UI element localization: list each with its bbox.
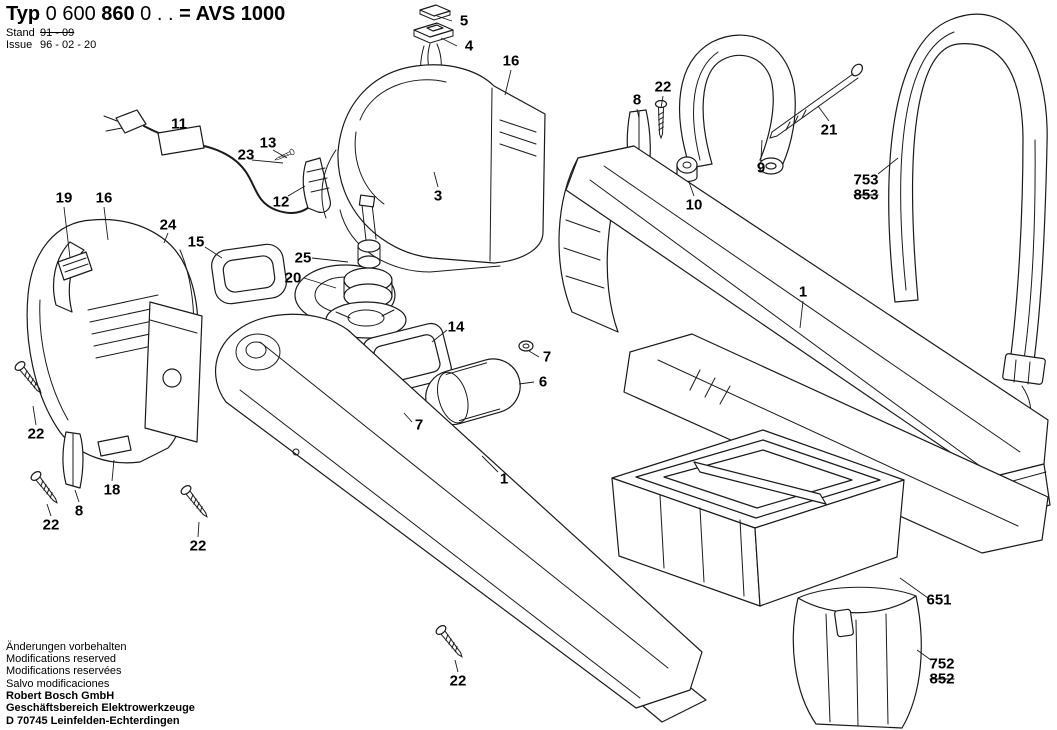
part-release-lever	[62, 431, 132, 489]
header: Typ 0 600 860 0 . . = AVS 1000 Stand 91 …	[6, 4, 285, 52]
callout-leader-lines	[32, 15, 932, 673]
footer-note-line: Änderungen vorbehalten	[6, 640, 127, 653]
footer-note-line: Salvo modificaciones	[6, 677, 110, 690]
issue-label: Issue	[6, 39, 33, 51]
screw-icon	[178, 483, 212, 521]
doc-title-segment: 0 600	[45, 3, 102, 25]
screw-icon	[273, 148, 296, 163]
revision-block: Stand 91 - 09 Issue 96 - 02 - 20	[6, 27, 285, 51]
doc-title-segment: Typ	[6, 3, 46, 25]
doc-title-segment: 860	[101, 3, 135, 25]
part-switch	[413, 4, 454, 44]
part-gasket	[154, 236, 287, 305]
screw-icon	[28, 469, 62, 507]
part-motor	[294, 194, 407, 339]
footer-note-line: Modifications reservées	[6, 665, 122, 678]
footer-company-line: Robert Bosch GmbH	[6, 690, 115, 703]
footer-company-line: Geschäftsbereich Elektrowerkzeuge	[6, 702, 195, 715]
doc-title-segment: 0 . .	[134, 3, 180, 25]
part-shoulder-strap	[888, 13, 1048, 428]
stand-label: Stand	[6, 27, 35, 39]
doc-title: Typ 0 600 860 0 . . = AVS 1000	[6, 4, 285, 25]
footer-note-line: Modifications reserved	[6, 653, 117, 666]
part-handle-bolt	[769, 63, 864, 139]
part-collection-box	[611, 429, 905, 607]
part-dust-bag	[792, 586, 922, 729]
part-motor-cover	[337, 64, 546, 273]
part-lower-tube	[214, 313, 707, 723]
part-mains-cable	[103, 109, 311, 214]
screw-icon	[433, 623, 467, 661]
part-upper-tube	[558, 145, 1051, 554]
issue-value: 96 - 02 - 20	[40, 39, 97, 51]
footer-company-line: D 70745 Leinfelden-Echterdingen	[6, 714, 180, 727]
part-blower-housing	[26, 218, 203, 464]
stand-value: 91 - 09	[40, 27, 75, 39]
part-strain-relief	[302, 157, 331, 213]
doc-title-segment: = AVS 1000	[179, 3, 286, 25]
part-carry-handle	[678, 34, 796, 175]
part-handle-knob	[676, 156, 698, 183]
